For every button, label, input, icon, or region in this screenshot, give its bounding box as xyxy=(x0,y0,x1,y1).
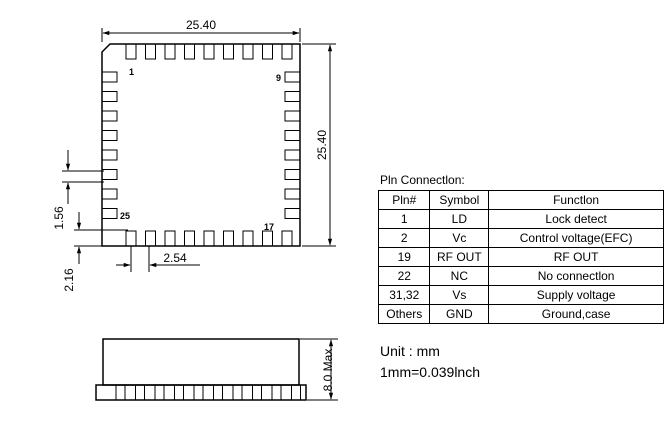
pad-left xyxy=(101,110,118,122)
pad-bottom xyxy=(262,230,273,247)
pad-bottom xyxy=(184,230,195,247)
pitch-label: 2.54 xyxy=(163,251,187,265)
pad-bottom xyxy=(125,230,137,247)
pad-label: 1.56 xyxy=(52,206,66,230)
pad-bottom xyxy=(164,230,176,247)
pad-top xyxy=(242,43,254,60)
cell-pin: Others xyxy=(377,304,431,324)
pad-dimension xyxy=(62,150,128,264)
cell-symbol: NC xyxy=(429,266,490,286)
cell-function: Control voltage(EFC) xyxy=(488,228,664,248)
cell-function: Ground,case xyxy=(488,304,664,324)
pad-bottom xyxy=(223,230,234,247)
width-label: 25.40 xyxy=(186,18,216,32)
table-row: 19 RF OUT RF OUT xyxy=(377,247,664,267)
side-view xyxy=(95,338,338,401)
pad-bottom xyxy=(281,230,293,247)
table-header-row: Pln# Symbol Functlon xyxy=(377,190,664,210)
pad-right xyxy=(284,110,301,122)
cell-symbol: Vc xyxy=(429,228,490,248)
height-label: 25.40 xyxy=(315,130,329,160)
conversion-text: 1mm=0.039lnch xyxy=(380,364,481,380)
max-height-label: 8.0 Max xyxy=(321,349,335,392)
cell-function: Supply voltage xyxy=(488,285,664,305)
cell-function: No connectlon xyxy=(488,266,664,286)
table-row: Others GND Ground,case xyxy=(377,304,664,324)
pad-bottom xyxy=(145,230,156,247)
pad-top xyxy=(145,43,156,60)
pin-label-17: 17 xyxy=(264,222,274,232)
table-row: 31,32 Vs Supply voltage xyxy=(377,285,664,305)
pad-right xyxy=(284,91,301,102)
header-function: Functlon xyxy=(488,190,664,210)
pad-left xyxy=(101,149,118,161)
table-row: 1 LD Lock detect xyxy=(377,209,664,229)
pad-bottom xyxy=(203,230,215,247)
pin-label-25: 25 xyxy=(120,211,130,221)
pad-left xyxy=(101,91,118,102)
pad-top xyxy=(262,43,273,60)
pin-label-1: 1 xyxy=(129,67,134,77)
pitch-dimension xyxy=(116,246,200,272)
pad-top xyxy=(164,43,176,60)
header-pin: Pln# xyxy=(377,190,431,210)
pin-connection-table: Pln# Symbol Functlon 1 LD Lock detect 2 … xyxy=(377,190,664,324)
pad-top xyxy=(223,43,234,60)
cell-symbol: GND xyxy=(429,304,490,324)
cell-symbol: RF OUT xyxy=(429,247,490,267)
pads xyxy=(101,43,301,247)
pin-label-9: 9 xyxy=(276,73,281,83)
pad-right xyxy=(284,208,301,219)
cell-pin: 1 xyxy=(377,209,431,229)
pin-table-caption: Pln Connectlon: xyxy=(380,173,465,187)
cell-pin: 2 xyxy=(377,228,431,248)
cell-pin: 31,32 xyxy=(377,285,431,305)
pad-left xyxy=(101,188,118,200)
pad-top xyxy=(281,43,293,60)
cell-pin: 19 xyxy=(377,247,431,267)
pad-top xyxy=(184,43,195,60)
cell-function: Lock detect xyxy=(488,209,664,229)
pad-right xyxy=(284,149,301,161)
pad-top xyxy=(125,43,137,60)
pad-right xyxy=(284,71,301,83)
table-row: 2 Vc Control voltage(EFC) xyxy=(377,228,664,248)
pad-right xyxy=(284,169,301,180)
unit-text: Unit : mm xyxy=(380,343,440,359)
pad-left xyxy=(101,208,118,219)
header-symbol: Symbol xyxy=(429,190,490,210)
pad-top xyxy=(203,43,215,60)
pad-left xyxy=(101,169,118,180)
cell-symbol: Vs xyxy=(429,285,490,305)
table-row: 22 NC No connectlon xyxy=(377,266,664,286)
pad-left xyxy=(101,130,118,141)
width-dimension: 25.40 xyxy=(101,18,301,42)
pad-right xyxy=(284,188,301,200)
pad-left xyxy=(101,71,118,83)
offset-label: 2.16 xyxy=(62,268,76,292)
cell-pin: 22 xyxy=(377,266,431,286)
pad-bottom xyxy=(242,230,254,247)
height-dimension: 25.40 xyxy=(302,43,336,247)
cell-function: RF OUT xyxy=(488,247,664,267)
cell-symbol: LD xyxy=(429,209,490,229)
pad-right xyxy=(284,130,301,141)
